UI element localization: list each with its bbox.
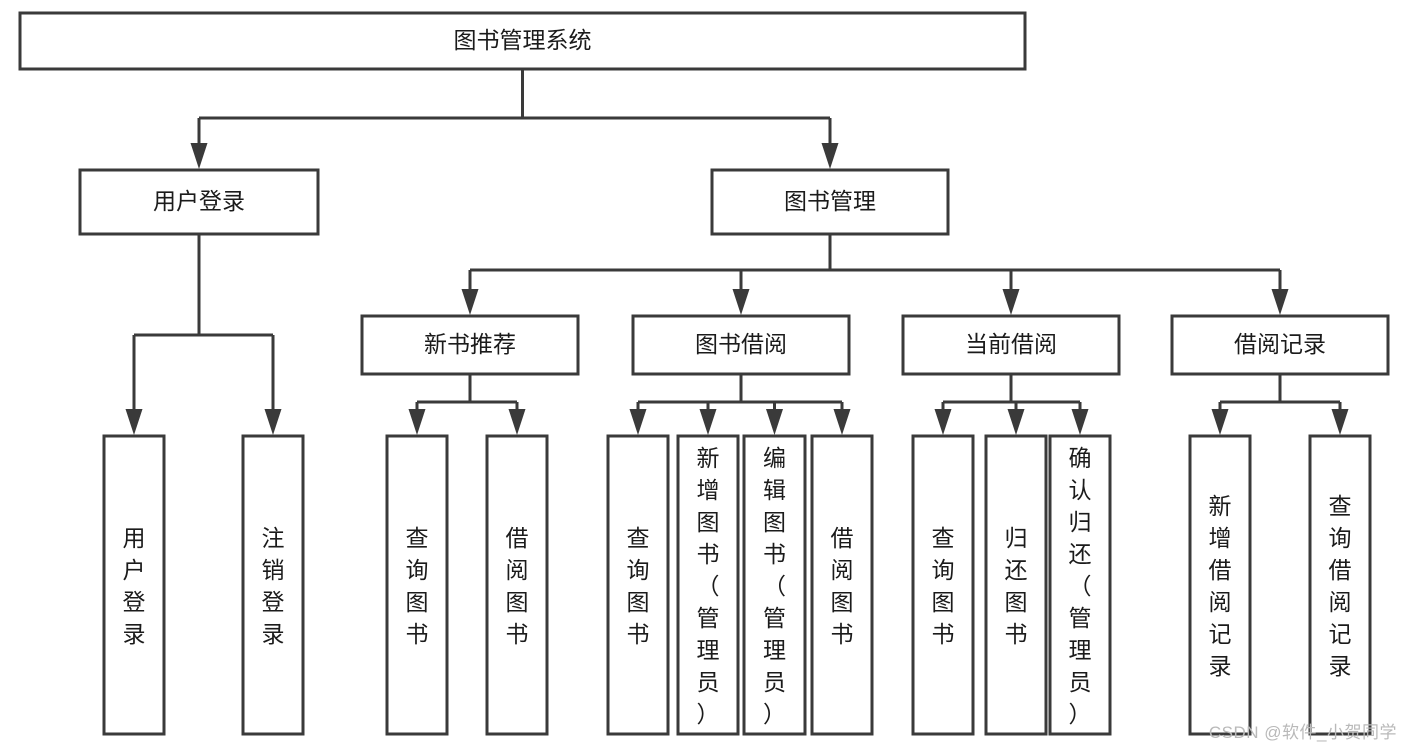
node-label: 注销登录 [262, 525, 285, 647]
node-leaf-borrow-book-rec[interactable]: 借阅图书 [485, 434, 549, 736]
connector-arrowhead [1071, 409, 1089, 435]
node-label: 借阅记录 [1234, 331, 1326, 357]
node-current-borrow[interactable]: 当前借阅 [901, 314, 1121, 376]
node-box [911, 434, 975, 736]
node-box [1308, 434, 1372, 736]
node-user-login[interactable]: 用户登录 [78, 168, 320, 236]
connector-arrowhead [934, 409, 952, 435]
node-label: 查询借阅记录 [1329, 493, 1352, 679]
connector-arrowhead [821, 143, 839, 169]
node-book-borrow[interactable]: 图书借阅 [631, 314, 851, 376]
node-box [1048, 434, 1112, 736]
node-label: 新书推荐 [424, 331, 516, 357]
connector-arrowhead [833, 409, 851, 435]
node-leaf-add-borrow-record[interactable]: 新增借阅记录 [1188, 434, 1252, 736]
node-layer: 图书管理系统用户登录图书管理新书推荐图书借阅当前借阅借阅记录用户登录注销登录查询… [18, 11, 1390, 736]
node-leaf-return-book[interactable]: 归还图书 [984, 434, 1048, 736]
node-label: 编辑图书（管理员） [763, 445, 786, 727]
connector-arrowhead [508, 409, 526, 435]
connector-arrowhead [1331, 409, 1349, 435]
connector-arrowhead [264, 409, 282, 435]
node-box [901, 314, 1121, 376]
node-box [810, 434, 874, 736]
node-label: 查询图书 [627, 525, 650, 647]
connector-arrowhead [1007, 409, 1025, 435]
node-label: 图书管理系统 [454, 27, 592, 53]
connector-arrowhead [1271, 289, 1289, 315]
node-label: 借阅图书 [831, 525, 854, 647]
node-leaf-query-book-rec[interactable]: 查询图书 [385, 434, 449, 736]
node-leaf-query-book-current[interactable]: 查询图书 [911, 434, 975, 736]
node-box [676, 434, 740, 736]
node-leaf-add-book[interactable]: 新增图书（管理员） [676, 434, 740, 736]
connector-arrowhead [190, 143, 208, 169]
node-box [385, 434, 449, 736]
node-box [1170, 314, 1390, 376]
connector-arrowhead [1002, 289, 1020, 315]
connector-arrowhead [125, 409, 143, 435]
node-label: 用户登录 [123, 525, 146, 647]
node-leaf-user-login[interactable]: 用户登录 [102, 434, 166, 736]
connector-arrowhead [1211, 409, 1229, 435]
node-leaf-borrow-book[interactable]: 借阅图书 [810, 434, 874, 736]
node-box [241, 434, 305, 736]
node-box [984, 434, 1048, 736]
node-box [360, 314, 580, 376]
node-leaf-query-borrow-record[interactable]: 查询借阅记录 [1308, 434, 1372, 736]
node-label: 查询图书 [932, 525, 955, 647]
node-leaf-query-book-borrow[interactable]: 查询图书 [606, 434, 670, 736]
node-label: 借阅图书 [506, 525, 529, 647]
node-label: 新增借阅记录 [1209, 493, 1232, 679]
node-new-book-recommend[interactable]: 新书推荐 [360, 314, 580, 376]
node-box [606, 434, 670, 736]
node-box [102, 434, 166, 736]
node-leaf-logout[interactable]: 注销登录 [241, 434, 305, 736]
node-label: 确认归还（管理员） [1069, 445, 1092, 727]
node-box [1188, 434, 1252, 736]
node-borrow-record[interactable]: 借阅记录 [1170, 314, 1390, 376]
connector-arrowhead [408, 409, 426, 435]
node-box [710, 168, 950, 236]
connector-arrowhead [732, 289, 750, 315]
node-box [742, 434, 807, 736]
connector-arrowhead [461, 289, 479, 315]
connector-arrowhead [766, 409, 783, 435]
node-label: 当前借阅 [965, 331, 1057, 357]
node-box [18, 11, 1027, 71]
node-leaf-edit-book[interactable]: 编辑图书（管理员） [742, 434, 807, 736]
edge-layer [125, 69, 1349, 435]
node-label: 图书管理 [784, 188, 876, 214]
node-box [631, 314, 851, 376]
node-box [485, 434, 549, 736]
node-leaf-confirm-return[interactable]: 确认归还（管理员） [1048, 434, 1112, 736]
node-root[interactable]: 图书管理系统 [18, 11, 1027, 71]
node-label: 图书借阅 [695, 331, 787, 357]
connector-arrowhead [629, 409, 647, 435]
node-box [78, 168, 320, 236]
connector-arrowhead [699, 409, 717, 435]
node-book-manage[interactable]: 图书管理 [710, 168, 950, 236]
node-label: 归还图书 [1005, 525, 1028, 647]
node-label: 新增图书（管理员） [697, 445, 720, 727]
node-label: 用户登录 [153, 188, 245, 214]
node-label: 查询图书 [406, 525, 429, 647]
csdn-watermark: CSDN @软件_小贺同学 [1208, 723, 1397, 742]
